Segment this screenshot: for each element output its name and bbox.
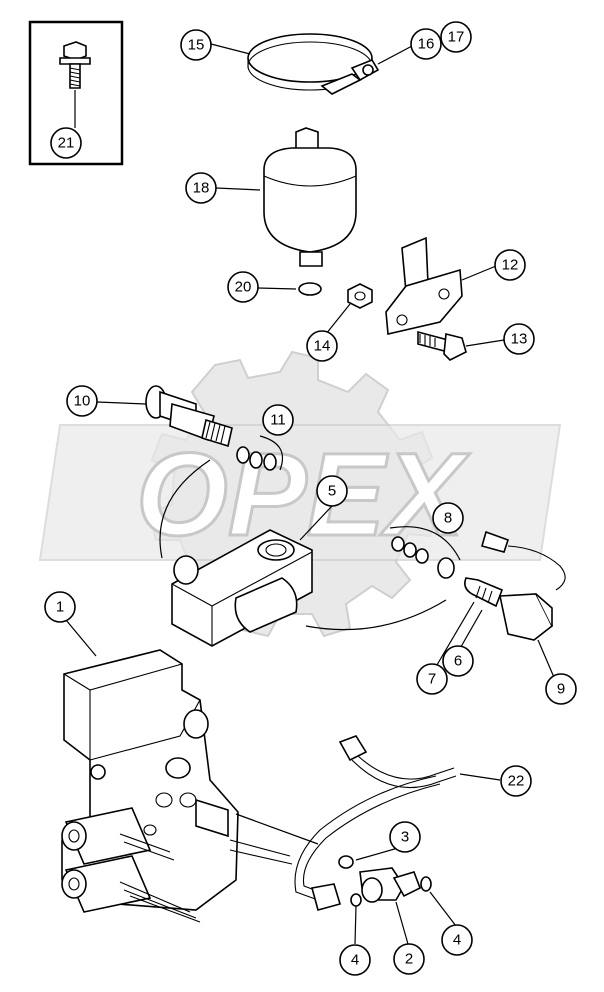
svg-text:21: 21 — [58, 135, 75, 152]
callout-3: 3 — [389, 821, 421, 853]
callout-8: 8 — [432, 502, 464, 534]
callout-10: 10 — [66, 385, 98, 417]
tube-22 — [294, 735, 457, 911]
svg-text:17: 17 — [448, 29, 465, 46]
bolt-21 — [59, 41, 91, 89]
svg-text:18: 18 — [193, 180, 210, 197]
svg-text:9: 9 — [557, 681, 565, 698]
svg-text:1: 1 — [56, 599, 64, 616]
svg-text:4: 4 — [453, 932, 461, 949]
callout-15: 15 — [180, 29, 212, 61]
callout-2: 2 — [393, 943, 425, 975]
callout-6: 6 — [442, 645, 474, 677]
clamp-strap — [247, 33, 380, 95]
bracket-12 — [385, 236, 463, 335]
callout-1: 1 — [44, 591, 76, 623]
callout-9: 9 — [545, 673, 577, 705]
o-rings-8 — [391, 536, 455, 579]
svg-text:20: 20 — [235, 279, 252, 296]
svg-text:15: 15 — [188, 37, 205, 54]
svg-text:12: 12 — [502, 257, 519, 274]
elbow-fitting-2 — [359, 867, 422, 903]
callout-4a: 4 — [339, 944, 371, 976]
svg-text:16: 16 — [418, 36, 435, 53]
svg-text:10: 10 — [74, 393, 91, 410]
accumulator — [263, 127, 357, 267]
svg-text:8: 8 — [444, 510, 452, 527]
block-5 — [171, 529, 313, 647]
svg-text:11: 11 — [270, 412, 286, 429]
o-ring-20 — [298, 282, 322, 296]
connect-line — [235, 813, 319, 845]
callout-12: 12 — [494, 249, 526, 281]
callout-4b: 4 — [441, 924, 473, 956]
callout-16: 16 — [410, 28, 442, 60]
leader-lines — [65, 43, 557, 945]
callout-20: 20 — [227, 271, 259, 303]
svg-text:7: 7 — [428, 671, 436, 688]
callout-17: 17 — [440, 21, 472, 53]
svg-text:2: 2 — [405, 951, 413, 968]
svg-text:14: 14 — [314, 338, 331, 355]
wire-leads — [229, 839, 293, 865]
bolt-13 — [417, 330, 467, 361]
solenoid-9 — [464, 530, 566, 641]
callout-18: 18 — [185, 172, 217, 204]
callout-21: 21 — [50, 127, 82, 159]
o-ring-4a — [350, 893, 362, 907]
solenoid-upper — [61, 807, 175, 865]
callout-5: 5 — [316, 475, 348, 507]
svg-text:5: 5 — [328, 483, 336, 500]
watermark-text: OPEX — [136, 429, 470, 561]
svg-text:4: 4 — [351, 952, 359, 969]
callout-13: 13 — [503, 323, 535, 355]
o-rings-11 — [236, 446, 277, 471]
o-ring-4b — [420, 876, 432, 892]
callout-22: 22 — [500, 765, 532, 797]
nut-14 — [347, 283, 373, 309]
callout-14: 14 — [306, 330, 338, 362]
callout-11: 11 — [262, 404, 294, 436]
svg-text:3: 3 — [401, 829, 409, 846]
svg-text:13: 13 — [511, 331, 528, 348]
svg-text:22: 22 — [508, 773, 525, 790]
fitting-10 — [145, 385, 233, 448]
svg-text:6: 6 — [454, 653, 462, 670]
o-ring-3 — [338, 855, 354, 869]
solenoid-lower — [61, 855, 201, 923]
callout-7: 7 — [416, 663, 448, 695]
